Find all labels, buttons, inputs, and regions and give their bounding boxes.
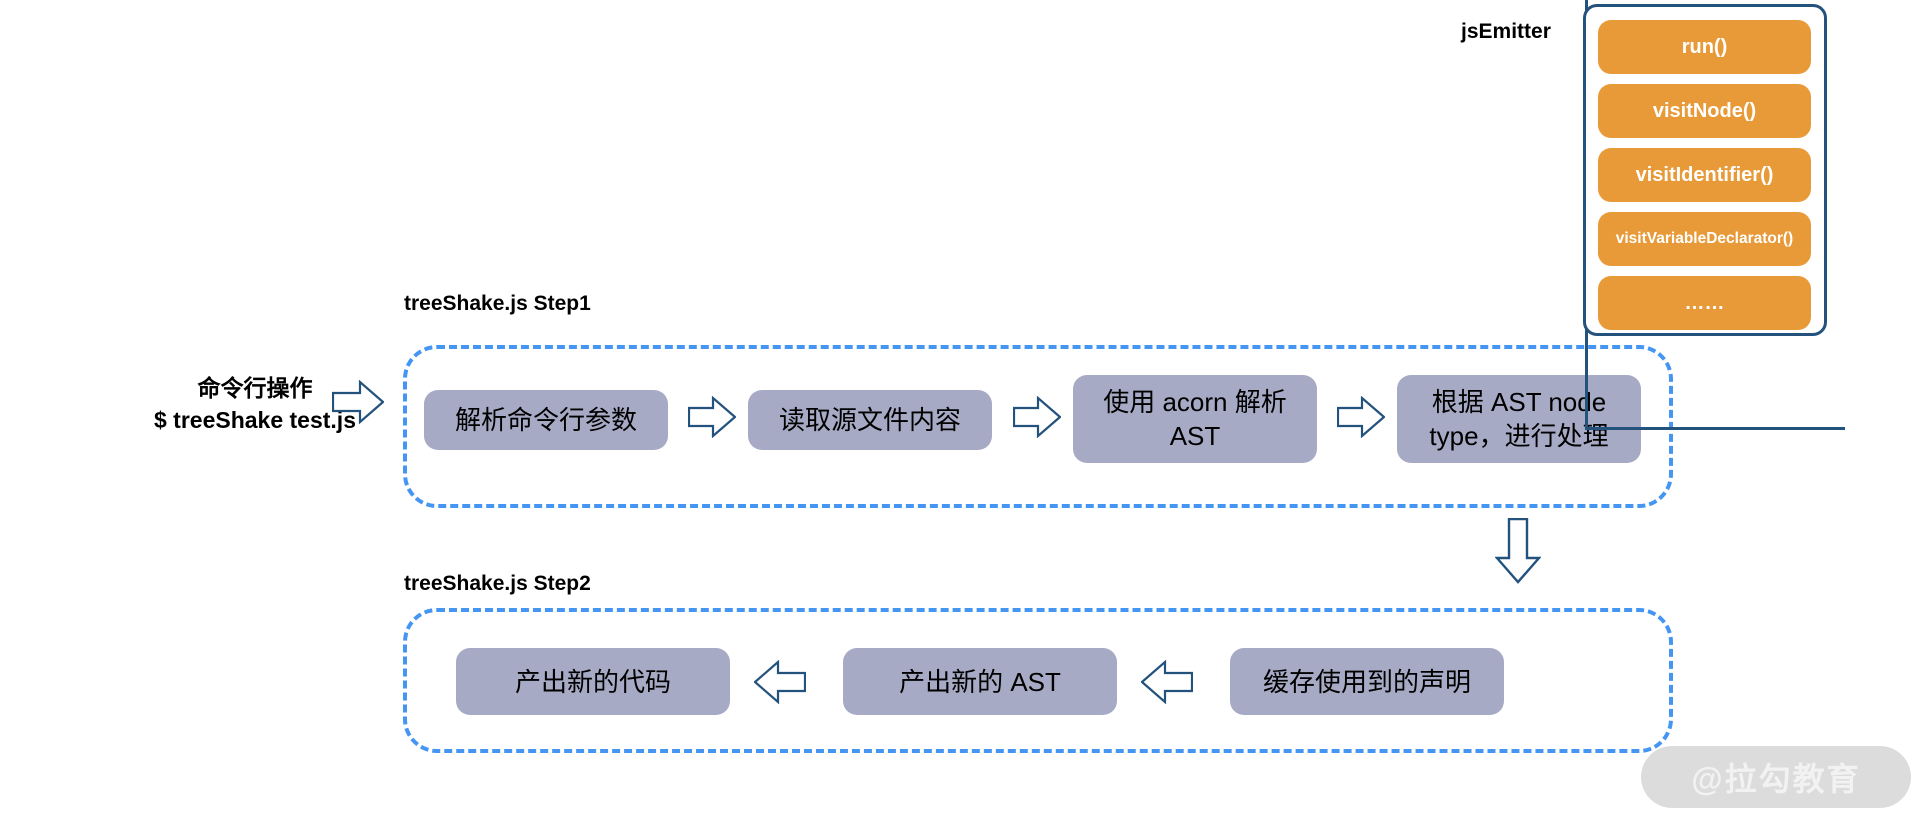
jsemitter-label: jsEmitter — [1461, 20, 1551, 43]
jsemitter-method-visitnode[interactable]: visitNode() — [1598, 84, 1811, 138]
step2-box-cache-declarations[interactable]: 缓存使用到的声明 — [1230, 648, 1504, 715]
step2-title: treeShake.js Step2 — [404, 572, 591, 595]
jsemitter-method-visitidentifier[interactable]: visitIdentifier() — [1598, 148, 1811, 202]
jsemitter-connector-horizontal — [1585, 427, 1845, 430]
step1-box-parse-args[interactable]: 解析命令行参数 — [424, 390, 668, 450]
arrow-right-icon — [1337, 396, 1385, 438]
jsemitter-method-visitvariabledeclarator[interactable]: visitVariableDeclarator() — [1598, 212, 1811, 266]
arrow-left-icon — [1141, 660, 1193, 704]
cli-caption-line1: 命令行操作 — [197, 375, 313, 401]
arrow-right-icon — [688, 396, 736, 438]
step2-box-output-code[interactable]: 产出新的代码 — [456, 648, 730, 715]
arrow-down-icon — [1495, 518, 1541, 584]
arrow-left-icon — [754, 660, 806, 704]
step2-group-container — [403, 608, 1673, 753]
arrow-right-icon — [1013, 396, 1061, 438]
step1-box-read-source[interactable]: 读取源文件内容 — [748, 390, 992, 450]
arrow-right-icon — [332, 380, 384, 424]
jsemitter-method-run[interactable]: run() — [1598, 20, 1811, 74]
watermark: @拉勾教育 — [1641, 746, 1911, 808]
step1-box-parse-ast[interactable]: 使用 acorn 解析 AST — [1073, 375, 1317, 463]
jsemitter-method-more[interactable]: …… — [1598, 276, 1811, 330]
step1-title: treeShake.js Step1 — [404, 292, 591, 315]
step1-group-container — [403, 345, 1673, 508]
step1-box-handle-node-type[interactable]: 根据 AST node type，进行处理 — [1397, 375, 1641, 463]
cli-caption-line2: $ treeShake test.js — [153, 407, 356, 433]
cli-caption: 命令行操作 $ treeShake test.js — [120, 372, 390, 436]
step2-box-output-ast[interactable]: 产出新的 AST — [843, 648, 1117, 715]
